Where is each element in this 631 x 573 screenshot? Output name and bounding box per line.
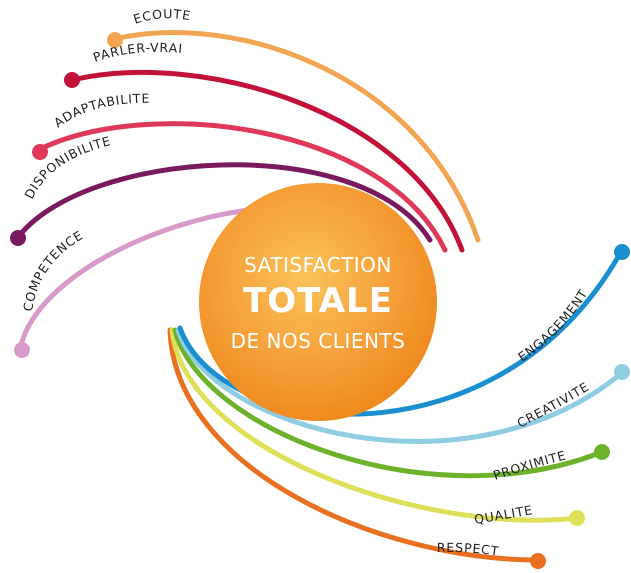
label-disponibilite: DISPONIBILITE [21, 133, 112, 201]
branch-bulb-engagement [614, 244, 630, 260]
upper-swirl-strokes [10, 30, 481, 358]
branch-stroke-proximite [172, 327, 605, 479]
branch-stroke-ecoute [107, 30, 481, 243]
label-respect: RESPECT [437, 540, 500, 559]
branch-stroke-engagement [177, 247, 625, 417]
center-line-1: SATISFACTION [244, 253, 392, 277]
branch-stroke-adaptabilite [35, 121, 448, 253]
label-engagement: ENGAGEMENT [515, 286, 590, 364]
label-competence-text: COMPETENCE [20, 227, 85, 312]
label-qualite: QUALITE [473, 502, 534, 527]
label-respect-text: RESPECT [437, 540, 500, 559]
label-disponibilite-text: DISPONIBILITE [21, 133, 111, 201]
branch-bulb-adaptabilite [32, 144, 48, 160]
branch-bulb-qualite [569, 510, 585, 526]
label-creativite: CREATIVITE [515, 379, 592, 431]
branch-bulb-competence [14, 342, 30, 358]
branch-bulb-respect [530, 553, 546, 569]
label-ecoute-text: ECOUTE [132, 6, 192, 27]
label-creativite-text: CREATIVITE [515, 379, 591, 431]
center-orb: SATISFACTION TOTALE DE NOS CLIENTS [199, 183, 437, 421]
branch-stroke-respect [167, 327, 541, 563]
branch-bulb-ecoute [107, 32, 123, 48]
branch-bulb-creativite [614, 364, 630, 380]
branch-bulb-parler-vrai [64, 72, 80, 88]
label-qualite-text: QUALITE [473, 502, 533, 527]
branch-bulb-proximite [594, 444, 610, 460]
label-parler-vrai: PARLER-VRAI [91, 40, 183, 65]
branch-stroke-parler-vrai [69, 69, 465, 253]
label-engagement-text: ENGAGEMENT [515, 286, 590, 364]
label-parler-vrai-text: PARLER-VRAI [91, 40, 183, 65]
center-circle [199, 183, 437, 421]
center-line-2: TOTALE [243, 281, 393, 321]
branch-stroke-qualite [169, 327, 581, 523]
lower-swirl-strokes [167, 244, 630, 569]
branch-stroke-creativite [175, 327, 626, 444]
branch-stroke-disponibilite [13, 162, 433, 243]
center-line-3: DE NOS CLIENTS [231, 329, 406, 353]
branch-bulb-disponibilite [10, 230, 26, 246]
label-ecoute: ECOUTE [132, 6, 193, 27]
label-competence: COMPETENCE [20, 227, 85, 312]
